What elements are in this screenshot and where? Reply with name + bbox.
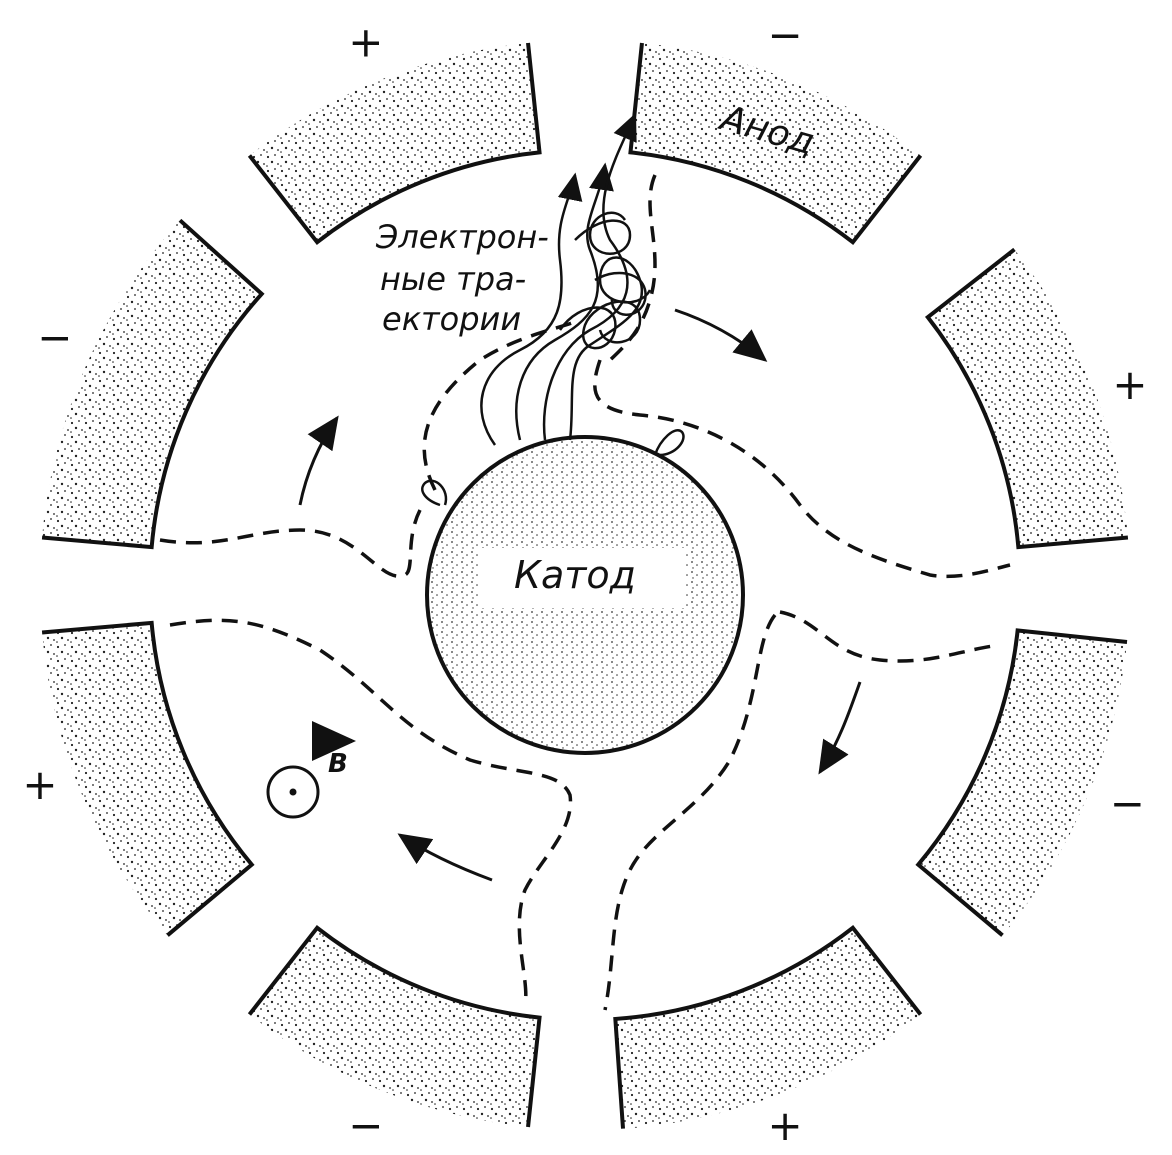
polarity-sign-left-lower: +	[22, 760, 57, 809]
cathode-label-backdrop	[480, 548, 685, 608]
cathode-loop-right	[653, 429, 685, 457]
trajectory-loop-a	[574, 211, 632, 255]
polarity-sign-bottom-right: +	[767, 1101, 802, 1150]
rotation-arrow-left	[298, 415, 339, 506]
anode-segment-edge-bottom-left	[247, 924, 542, 1128]
trajectory-loop-c	[594, 271, 647, 316]
rotation-arrows	[298, 308, 862, 882]
anode-segment-top-right	[630, 42, 921, 243]
trajectories-label-line1: Электрон-	[375, 218, 549, 256]
polarity-sign-top-right: −	[767, 10, 802, 59]
field-label: B	[328, 749, 348, 779]
spoke-right-lower	[779, 610, 1001, 663]
spoke-top-left-edge	[422, 318, 581, 491]
text-labels: Анод Электрон- ные тра- ектории	[375, 97, 819, 338]
anode-segment-edge-right-upper	[924, 247, 1129, 550]
spoke-top-right-inner	[603, 174, 657, 367]
anode-segment-bottom-left	[249, 927, 540, 1128]
rotation-arrow-top	[674, 308, 768, 362]
anode-segment-left-upper	[42, 220, 262, 548]
anode-segment-edge-top-right	[628, 42, 923, 246]
polarity-sign-top-left: +	[348, 18, 383, 67]
electron-trajectories	[421, 112, 685, 507]
rotation-arrow-bottom	[397, 833, 493, 882]
anode-segment-bottom-right	[615, 927, 921, 1129]
anode-segments	[41, 42, 1129, 1129]
anode-segment-edge-bottom-right	[613, 924, 923, 1129]
anode-segment-edge-right-lower	[915, 628, 1128, 937]
anode-segment-edge-left-lower	[41, 620, 255, 937]
anode-segment-edge-left-upper	[41, 218, 265, 550]
field-dot	[289, 788, 297, 796]
trajectory-1	[480, 172, 583, 446]
anode-segment-top-left	[249, 42, 540, 243]
cathode-label: Катод	[514, 553, 636, 597]
trajectory-4	[568, 256, 652, 441]
cathode: Катод	[425, 435, 745, 755]
anode-segment-edge-top-left	[247, 42, 542, 246]
polarity-sign-right-lower: −	[1110, 779, 1145, 828]
polarity-signs: + − + − + − + −	[22, 10, 1147, 1150]
trajectories-label-line3: ектории	[382, 300, 521, 338]
anode-segment-right-lower	[918, 630, 1128, 936]
field-circle	[266, 765, 320, 819]
trajectory-loop-b	[558, 300, 642, 350]
polarity-sign-right-upper: +	[1112, 360, 1147, 409]
cathode-loop-left	[421, 479, 448, 507]
spoke-top-right-edge	[593, 359, 1011, 579]
anode-segment-left-lower	[42, 622, 252, 936]
space-charge-spokes	[159, 174, 1011, 1011]
polarity-sign-left-upper: −	[37, 313, 72, 362]
polarity-sign-bottom-left: −	[348, 1101, 383, 1150]
trajectory-3	[542, 112, 637, 441]
trajectories-label-line2: ные тра-	[380, 260, 526, 298]
rotation-arrow-right	[818, 681, 862, 775]
anode-segment-right-upper	[927, 249, 1128, 548]
spoke-left-upper	[159, 509, 422, 578]
spoke-bottom-right	[603, 613, 777, 1011]
trajectory-2	[515, 162, 614, 441]
magnetic-field-symbol: B	[266, 721, 356, 819]
